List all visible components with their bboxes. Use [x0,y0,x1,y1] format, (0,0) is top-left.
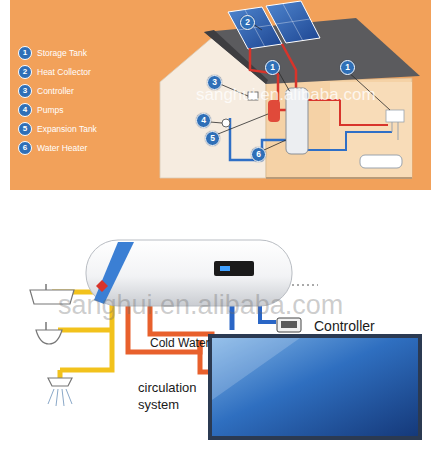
legend-item: 5 Expansion Tank [18,122,97,136]
legend-item: 6 Water Heater [18,141,87,155]
part-label: Controller [314,318,375,334]
controller-device [277,318,301,332]
watermark: sanghui.en.alibaba.com [58,290,343,321]
tap-icon [45,284,47,290]
callout-number: 2 [240,15,255,30]
solar-collector [212,338,418,436]
hot-pipe [282,44,296,92]
part-name: Storage Tank [37,48,87,58]
callout-number: 6 [251,147,266,162]
bathtub [360,155,402,168]
panel-grid [238,4,310,47]
floor-line [266,177,412,179]
part-name: Heat Collector [37,67,91,77]
banner-background [10,0,431,190]
callout-number: 4 [196,113,211,128]
callout-number: 5 [205,127,220,146]
fixture-pipe [392,122,398,140]
callout-number: 2 [18,65,32,79]
pump [222,119,230,127]
callout-number: 1 [340,56,355,75]
signal-line [292,285,318,286]
part-name: Controller [37,86,74,96]
callout-number: 5 [18,122,32,136]
part-name: Expansion Tank [37,124,97,134]
panel-glare [212,338,300,400]
controller-screen [281,321,297,328]
water-heater-box [386,110,404,122]
callout-number: 1 [340,60,355,75]
callout-number: 1 [18,46,32,60]
sink-icon [36,330,62,344]
pipe-label: Cold Water [150,336,210,350]
callout-number: 6 [251,143,266,162]
pipe-label: circulation system [138,380,210,414]
callout-number: 5 [205,131,220,146]
cold-pipe [306,132,392,150]
shower-head [48,378,72,386]
callout-number: 6 [18,141,32,155]
tank-display [214,261,254,276]
legend-item: 3 Controller [18,84,74,98]
callout-number: 3 [18,84,32,98]
tap-icon [45,322,47,330]
callout-number: 1 [265,56,280,75]
callout-number: 2 [240,11,255,30]
callout-number: 4 [196,109,211,128]
panel-frame [208,334,422,440]
callout-number: 1 [265,60,280,75]
part-name: Pumps [37,105,63,115]
shower-spray [48,389,72,406]
display-led [220,266,230,271]
legend-item: 1 Storage Tank [18,46,87,60]
legend-item: 4 Pumps [18,103,63,117]
legend-item: 2 Heat Collector [18,65,91,79]
part-name: Water Heater [37,143,87,153]
watermark: sanghui.en.alibaba.com [196,85,376,105]
roof-solar-panel [266,1,320,43]
callout-number: 4 [18,103,32,117]
